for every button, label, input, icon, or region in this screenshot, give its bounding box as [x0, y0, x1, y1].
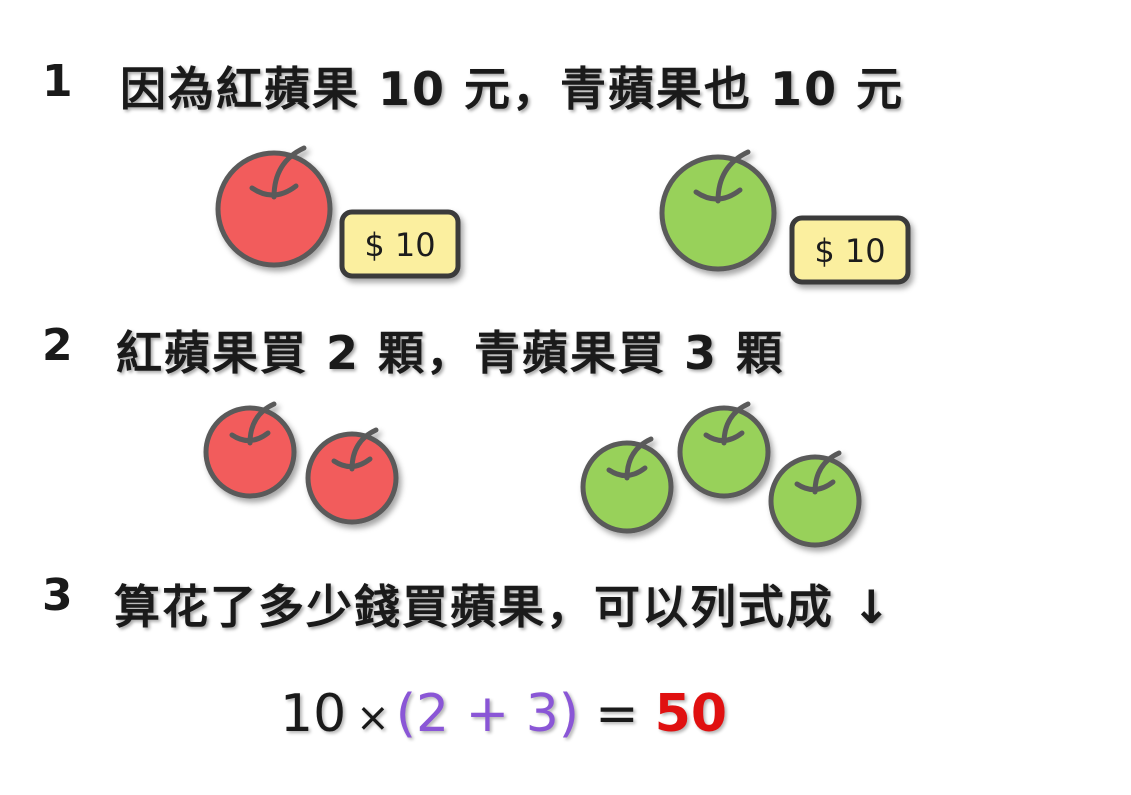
- equation-result: 50: [654, 684, 728, 744]
- step-2-text: 紅蘋果買 2 顆，青蘋果買 3 顆: [116, 326, 785, 380]
- green-apple-icon: [768, 450, 862, 548]
- step-3-text: 算花了多少錢買蘋果，可以列式成 ↓: [114, 580, 893, 634]
- red-apple-icon: [305, 427, 399, 525]
- equation-left-number: 10: [280, 684, 347, 744]
- green-apple-icon: [677, 401, 771, 499]
- price-tag-icon: $ 10: [339, 209, 461, 279]
- red-apple-icon: [203, 401, 297, 499]
- step-1-text: 因為紅蘋果 10 元，青蘋果也 10 元: [120, 62, 905, 116]
- red-apple-price: $ 10: [364, 226, 435, 264]
- green-apple-icon: [580, 436, 674, 534]
- green-apple-icon: [659, 149, 777, 272]
- equals-sign: =: [595, 684, 639, 744]
- step-2-number: 2: [42, 320, 73, 371]
- price-tag-icon: $ 10: [789, 215, 911, 285]
- times-sign: ×: [356, 695, 390, 741]
- step-3-number: 3: [42, 570, 73, 621]
- equation-group: (2 + 3): [395, 684, 580, 744]
- red-apple-icon: [215, 145, 333, 268]
- green-apple-price: $ 10: [814, 232, 885, 270]
- equation: 10×(2 + 3)=50: [280, 688, 727, 740]
- step-1-number: 1: [42, 56, 73, 107]
